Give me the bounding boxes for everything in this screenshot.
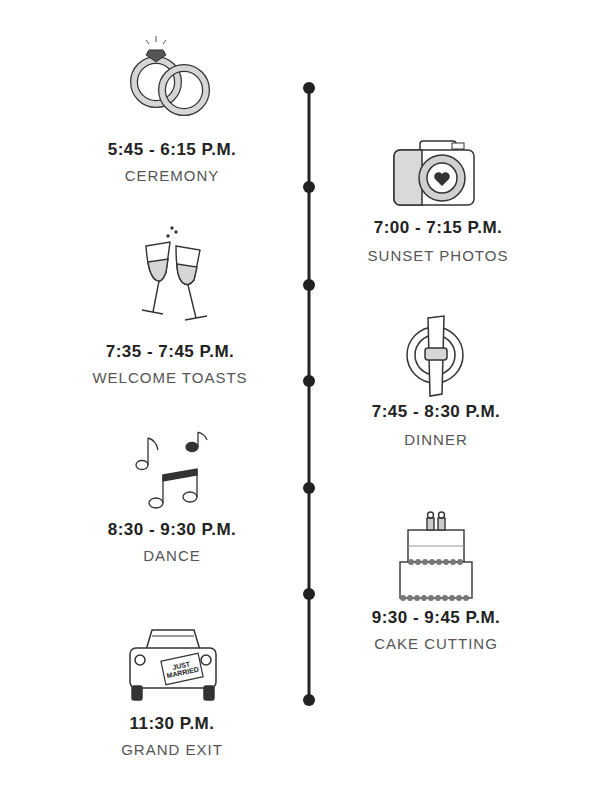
event-label: DANCE <box>143 548 201 564</box>
rings-icon <box>134 36 206 112</box>
time-label: 5:45 - 6:15 P.M. <box>108 141 237 159</box>
toast-glasses-icon <box>142 227 207 320</box>
event-label: WELCOME TOASTS <box>92 370 247 386</box>
time-label: 7:35 - 7:45 P.M. <box>106 343 235 361</box>
timeline-spine <box>303 82 315 706</box>
time-label: 11:30 P.M. <box>129 715 214 733</box>
wedding-cake-icon <box>400 512 472 601</box>
event-label: CEREMONY <box>125 168 220 184</box>
time-label: 7:45 - 8:30 P.M. <box>372 403 501 421</box>
time-label: 8:30 - 9:30 P.M. <box>108 521 237 539</box>
dinner-plate-icon <box>407 316 463 396</box>
time-label: 9:30 - 9:45 P.M. <box>372 609 501 627</box>
getaway-car-icon <box>130 630 216 700</box>
event-label: DINNER <box>404 432 468 448</box>
event-label: SUNSET PHOTOS <box>368 248 509 264</box>
event-label: GRAND EXIT <box>121 742 223 758</box>
event-label: CAKE CUTTING <box>374 636 498 652</box>
camera-icon <box>394 141 474 205</box>
music-notes-icon <box>136 432 207 508</box>
time-label: 7:00 - 7:15 P.M. <box>374 219 503 237</box>
